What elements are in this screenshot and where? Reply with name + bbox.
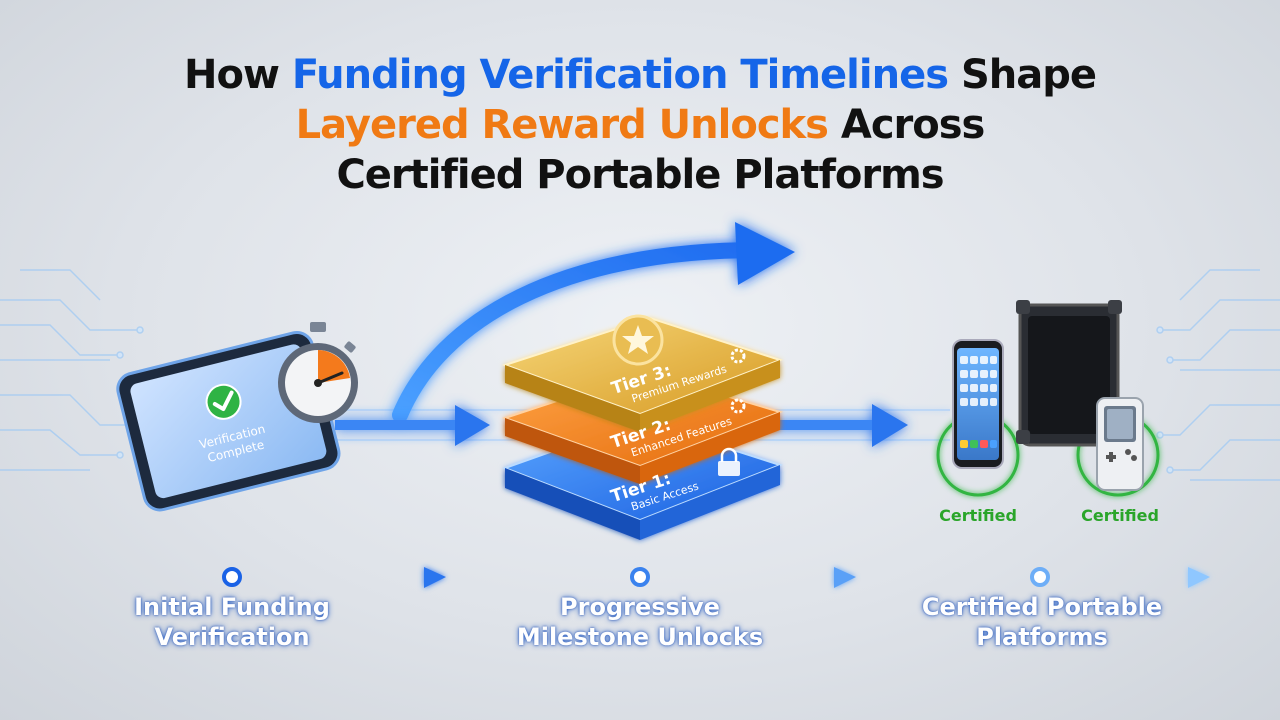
phone-icon bbox=[952, 339, 1004, 469]
title-part-5: Across bbox=[827, 102, 986, 148]
timeline-label-3: Certified Portable Platforms bbox=[882, 592, 1202, 652]
title-part-1: How bbox=[184, 52, 292, 98]
circuit-lines-right bbox=[1156, 269, 1280, 481]
certified-label-right: Certified bbox=[1081, 506, 1159, 525]
lock-icon bbox=[718, 447, 740, 476]
title-part-2: Funding Verification Timelines bbox=[291, 52, 949, 98]
title-part-3: Shape bbox=[948, 52, 1097, 98]
curved-arrow bbox=[392, 222, 795, 423]
timeline-label-2-line1: Progressive bbox=[560, 593, 720, 621]
timeline-label-3-line1: Certified Portable bbox=[921, 593, 1163, 621]
gear-icon-tier2 bbox=[730, 398, 746, 414]
gear-icon-tier3 bbox=[730, 348, 746, 364]
arrow-to-tiers bbox=[335, 405, 490, 446]
timeline-label-2-line2: Milestone Unlocks bbox=[516, 623, 764, 651]
timeline-node-2 bbox=[630, 567, 650, 587]
rugged-tablet-icon bbox=[1016, 300, 1122, 447]
arrow-to-devices bbox=[765, 404, 908, 447]
tier-stack: Tier 3: Premium Rewards Tier 2: Enhanced… bbox=[501, 314, 784, 540]
title-part-6: Certified Portable Platforms bbox=[336, 152, 944, 198]
timeline-label-3-line2: Platforms bbox=[976, 623, 1108, 651]
tier-3-layer bbox=[501, 316, 783, 432]
circuit-lines-left bbox=[0, 269, 144, 471]
timeline-label-1: Initial Funding Verification bbox=[72, 592, 392, 652]
timeline-label-1-line1: Initial Funding bbox=[134, 593, 330, 621]
star-icon bbox=[612, 314, 664, 366]
page-title: How Funding Verification Timelines Shape… bbox=[0, 50, 1280, 200]
timeline-node-3 bbox=[1030, 567, 1050, 587]
timeline-label-1-line2: Verification bbox=[154, 623, 310, 651]
stopwatch-icon bbox=[278, 322, 358, 423]
handheld-device-icon bbox=[1096, 397, 1144, 491]
timeline-node-1 bbox=[222, 567, 242, 587]
certified-label-left: Certified bbox=[939, 506, 1017, 525]
timeline-label-2: Progressive Milestone Unlocks bbox=[480, 592, 800, 652]
title-part-4: Layered Reward Unlocks bbox=[295, 102, 829, 148]
